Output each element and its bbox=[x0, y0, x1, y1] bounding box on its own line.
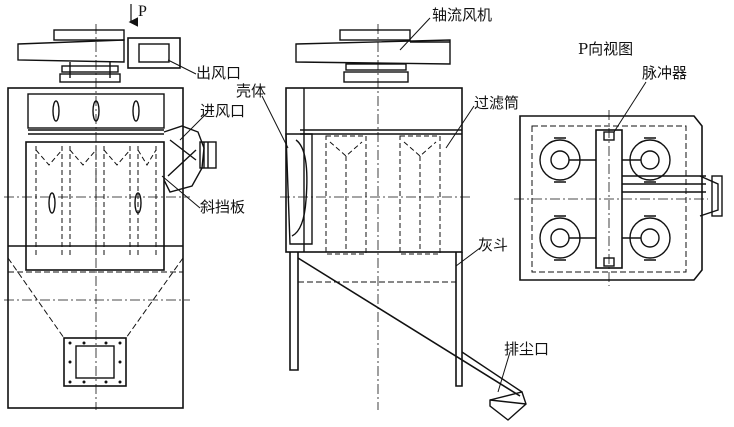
label-axial-fan: 轴流风机 bbox=[432, 6, 493, 24]
side-fan bbox=[295, 29, 451, 83]
label-pulse-unit: 脉冲器 bbox=[642, 64, 688, 82]
side-view bbox=[280, 24, 527, 421]
leader-lines bbox=[161, 17, 647, 393]
label-p-view: P向视图 bbox=[578, 40, 634, 58]
front-fan bbox=[17, 29, 181, 83]
side-dust-outlet bbox=[489, 391, 527, 421]
p-view bbox=[514, 110, 723, 286]
label-air-outlet: 出风口 bbox=[196, 64, 242, 82]
label-p-arrow: P bbox=[138, 3, 147, 20]
front-housing bbox=[7, 87, 184, 409]
front-dust-outlet bbox=[63, 337, 127, 387]
label-ash-hopper: 灰斗 bbox=[478, 236, 509, 254]
p-view-housing bbox=[519, 115, 703, 281]
front-view bbox=[4, 24, 217, 410]
pulse-valves bbox=[539, 137, 671, 261]
front-filter-chamber bbox=[25, 141, 165, 271]
side-housing bbox=[285, 87, 463, 253]
label-baffle: 斜挡板 bbox=[200, 198, 246, 216]
label-housing: 壳体 bbox=[236, 82, 267, 100]
label-air-inlet: 进风口 bbox=[200, 102, 246, 120]
label-dust-outlet: 排尘口 bbox=[504, 340, 550, 358]
front-air-inlet bbox=[163, 125, 205, 193]
label-filter-cartridge: 过滤筒 bbox=[474, 94, 520, 112]
